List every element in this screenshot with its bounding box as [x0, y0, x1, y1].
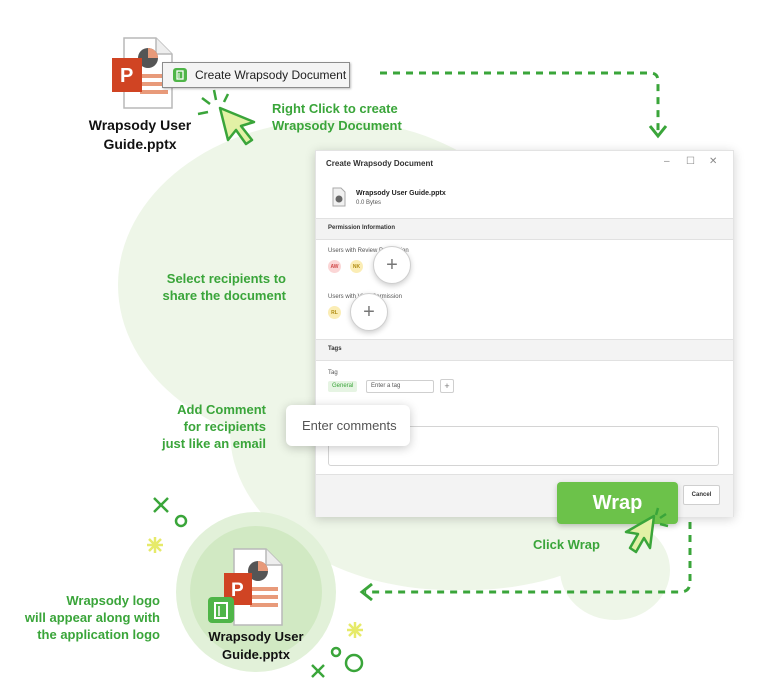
tag-chip-general[interactable]: General	[328, 381, 358, 392]
tags-header: Tags	[316, 339, 733, 361]
wrapsody-logo-icon	[173, 68, 187, 82]
dialog-file-name: Wrapsody User Guide.pptx	[356, 190, 446, 197]
cursor-click-icon	[197, 89, 256, 146]
dialog-file-size: 0.0 Bytes	[356, 200, 382, 206]
add-view-user-button[interactable]: +	[350, 293, 388, 331]
avatar[interactable]: AW	[328, 260, 341, 273]
permission-header: Permission Information	[316, 218, 733, 240]
comment-input-popup[interactable]: Enter comments	[286, 405, 410, 446]
callout-add-comment: Add Comment for recipients just like an …	[161, 402, 266, 451]
cancel-button[interactable]: Cancel	[683, 485, 720, 505]
svg-text:P: P	[120, 65, 133, 87]
close-icon[interactable]: ✕	[709, 156, 718, 167]
add-tag-button[interactable]: +	[440, 379, 454, 393]
maximize-icon[interactable]: ☐	[686, 156, 695, 167]
context-menu-create-wrapsody[interactable]: Create Wrapsody Document	[162, 62, 350, 88]
callout-right-click: Right Click to create Wrapsody Document	[272, 101, 402, 133]
callout-wrapsody-logo: Wrapsody logo will appear along with the…	[24, 593, 160, 642]
context-menu-label: Create Wrapsody Document	[195, 68, 347, 82]
svg-text:P: P	[231, 580, 244, 601]
avatar[interactable]: NK	[350, 260, 363, 273]
callout-click-wrap: Click Wrap	[533, 537, 600, 552]
tag-label: Tag	[328, 370, 338, 376]
bottom-file-name: Wrapsody User Guide.pptx	[208, 629, 304, 662]
cursor-click-icon	[624, 507, 669, 554]
top-file-name: Wrapsody User Guide.pptx	[88, 117, 192, 152]
dialog-title: Create Wrapsody Document	[326, 159, 433, 168]
add-review-user-button[interactable]: +	[373, 246, 411, 284]
comment-textarea[interactable]	[328, 426, 719, 466]
review-permission-label: Users with Review Permission	[328, 248, 409, 254]
pptx-wrapsody-file-icon: P	[208, 548, 283, 626]
wrap-button[interactable]: Wrap	[557, 482, 678, 524]
avatar[interactable]: RL	[328, 306, 341, 319]
create-wrapsody-dialog: Create Wrapsody Document – ☐ ✕ Wrapsody …	[315, 150, 734, 517]
document-icon	[332, 187, 346, 207]
minimize-icon[interactable]: –	[664, 156, 670, 167]
callout-select-recipients: Select recipients to share the document	[162, 271, 286, 303]
tag-input[interactable]: Enter a tag	[366, 380, 434, 393]
